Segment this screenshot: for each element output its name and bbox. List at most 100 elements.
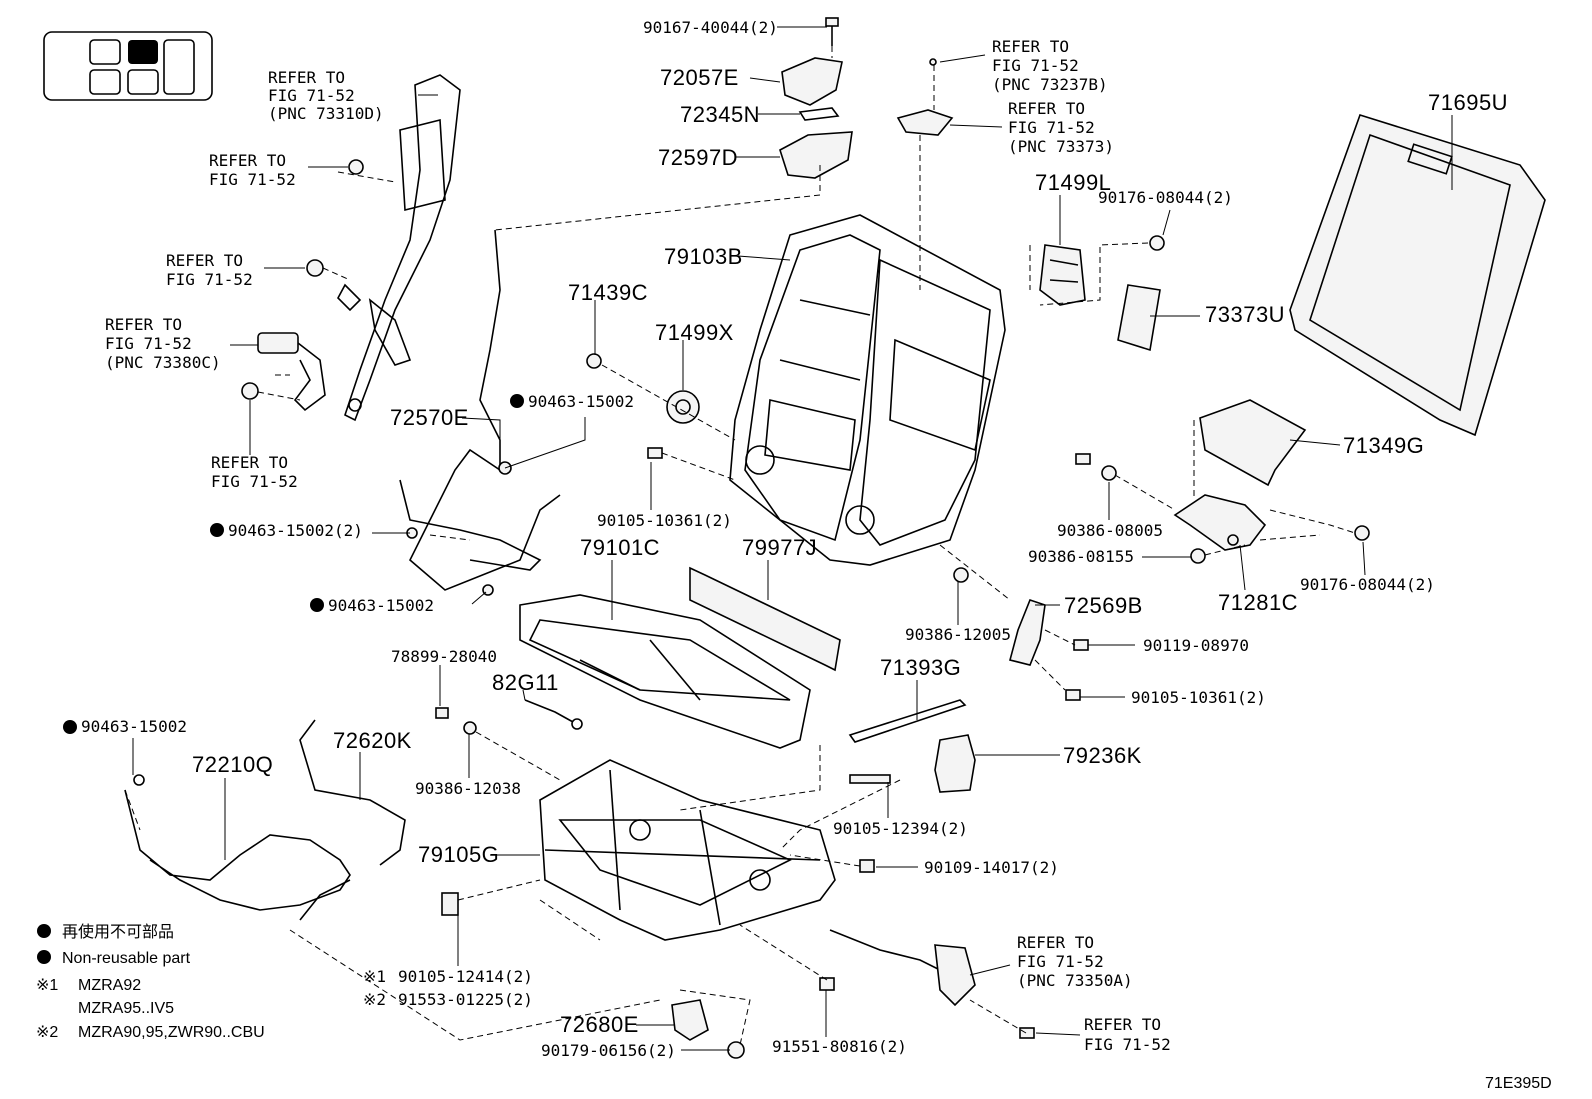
bolt-icon — [647, 447, 663, 459]
label-71695U: 71695U — [1428, 90, 1508, 115]
label-71439C: 71439C — [568, 280, 648, 305]
label-71499X: 71499X — [655, 320, 734, 345]
label-90105-12394: 90105-12394(2) — [833, 819, 968, 838]
leader-lines — [132, 26, 1453, 1051]
refer-note-c: REFER TO FIG 71-52 — [211, 453, 298, 491]
nonreusable-marker — [210, 523, 224, 537]
bolt-71439C — [586, 353, 602, 369]
label-72345N: 72345N — [680, 102, 760, 127]
clip-82G11 — [524, 699, 574, 723]
label-72620K: 72620K — [333, 728, 412, 753]
bolt-icon — [1065, 689, 1081, 701]
cover-plate — [896, 109, 954, 136]
bolt-icon — [859, 859, 875, 873]
label-79103B: 79103B — [664, 244, 743, 269]
svg-text:FIG 71-52: FIG 71-52 — [992, 56, 1079, 75]
svg-text:REFER TO: REFER TO — [1008, 99, 1085, 118]
svg-text:FIG 71-52: FIG 71-52 — [1084, 1035, 1171, 1054]
svg-text:REFER TO: REFER TO — [211, 453, 288, 472]
label-90119-08970: 90119-08970 — [1143, 636, 1249, 655]
svg-text:FIG 71-52: FIG 71-52 — [105, 334, 192, 353]
svg-text:(PNC 73373): (PNC 73373) — [1008, 137, 1114, 156]
label-90179-06156: 90179-06156(2) — [541, 1041, 676, 1060]
pad-79977J — [689, 566, 841, 672]
label-90105-12414: 90105-12414(2) — [398, 967, 533, 986]
assembly-lines — [124, 46, 1356, 1046]
nut-icon — [1149, 235, 1165, 251]
bolt-icon — [819, 977, 835, 991]
seatback-board-71695U — [1289, 114, 1546, 437]
nut-icon — [348, 159, 364, 175]
seat-belt-buckle-right — [934, 944, 976, 1007]
svg-text:FIG 71-52: FIG 71-52 — [1017, 952, 1104, 971]
label-72570E: 72570E — [390, 405, 469, 430]
legend-nonreusable-jp: 再使用不可部品 — [62, 923, 174, 941]
label-90463-15002-d: 90463-15002 — [81, 717, 187, 736]
label-90386-12038: 90386-12038 — [415, 779, 521, 798]
refer-note-73350A: REFER TO FIG 71-52 (PNC 73350A) — [1017, 933, 1133, 990]
refer-note-73310D: REFER TO FIG 71-52 (PNC 73310D) — [268, 68, 384, 123]
refer-note-d: REFER TO FIG 71-52 — [1084, 1015, 1171, 1054]
svg-text:REFER TO: REFER TO — [1084, 1015, 1161, 1034]
cover-72057E — [781, 57, 843, 106]
cover-73373U — [1117, 284, 1161, 352]
locator-thumbnail — [43, 31, 213, 101]
bracket-72680E — [671, 999, 709, 1041]
nonreusable-marker — [510, 394, 524, 408]
nut-icon — [1354, 525, 1370, 541]
label-71281C: 71281C — [1218, 590, 1298, 615]
label-91551-80816: 91551-80816(2) — [772, 1037, 907, 1056]
legend-note2-line1: MZRA90,95,ZWR90..CBU — [78, 1024, 265, 1041]
svg-text:FIG 71-52: FIG 71-52 — [166, 270, 253, 289]
svg-text:REFER TO: REFER TO — [166, 251, 243, 270]
legend-nonreusable-en: Non-reusable part — [62, 950, 191, 967]
cover-71349G — [1199, 399, 1307, 487]
svg-text:(PNC 73237B): (PNC 73237B) — [992, 75, 1108, 94]
diagram-code: 71E395D — [1485, 1075, 1552, 1092]
nut-icon — [463, 721, 477, 735]
label-73373U: 73373U — [1205, 302, 1285, 327]
svg-text:FIG 71-52: FIG 71-52 — [1008, 118, 1095, 137]
nut-icon — [727, 1041, 745, 1059]
nut-icon — [306, 259, 324, 277]
mark-1: ※1 — [363, 967, 386, 986]
cable-harness — [399, 479, 542, 571]
label-90386-08155: 90386-08155 — [1028, 547, 1134, 566]
bracket-72569B — [1009, 599, 1046, 666]
refer-note-73237B: REFER TO FIG 71-52 (PNC 73237B) — [992, 37, 1108, 94]
legend-note1-line1: MZRA92 — [78, 977, 141, 994]
nonreusable-marker — [310, 598, 324, 612]
label-90167-40044: 90167-40044(2) — [643, 18, 778, 37]
bolt-icon — [435, 707, 449, 719]
cable-72570E — [409, 229, 561, 591]
nut-icon — [953, 567, 969, 583]
label-90463-15002-b: 90463-15002(2) — [228, 521, 363, 540]
seat-base-frame-79105G — [539, 759, 836, 941]
bolt-icon — [849, 774, 891, 784]
seat-belt-retractor — [337, 74, 461, 422]
nut-icon — [1101, 465, 1117, 481]
label-71349G: 71349G — [1343, 433, 1424, 458]
cable-72210Q — [124, 789, 351, 911]
label-90109-14017: 90109-14017(2) — [924, 858, 1059, 877]
legend: 再使用不可部品 Non-reusable part ※1 MZRA92 MZRA… — [36, 923, 265, 1041]
recliner-71499X — [666, 390, 700, 424]
svg-text:FIG 71-52: FIG 71-52 — [268, 86, 355, 105]
label-72569B: 72569B — [1064, 593, 1143, 618]
label-71499L: 71499L — [1035, 170, 1111, 195]
label-90176-08044-a: 90176-08044(2) — [1098, 188, 1233, 207]
label-82G11: 82G11 — [492, 670, 559, 695]
label-90386-08005: 90386-08005 — [1057, 521, 1163, 540]
seat-belt-buckle-left — [257, 332, 326, 412]
label-90463-15002-c: 90463-15002 — [328, 596, 434, 615]
strap-71393G — [848, 699, 967, 743]
label-79236K: 79236K — [1063, 743, 1142, 768]
label-72057E: 72057E — [660, 65, 739, 90]
bolt-icon — [1075, 453, 1091, 465]
svg-text:REFER TO: REFER TO — [209, 151, 286, 170]
label-71393G: 71393G — [880, 655, 961, 680]
refer-note-73380C: REFER TO FIG 71-52 (PNC 73380C) — [105, 315, 221, 372]
refer-note-a: REFER TO FIG 71-52 — [209, 151, 296, 189]
svg-text:※1: ※1 — [36, 977, 58, 994]
